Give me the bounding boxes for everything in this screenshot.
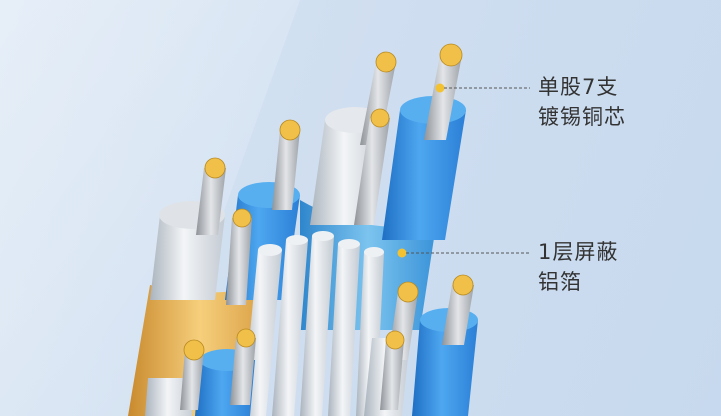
callout-label-strands: 单股7支 镀锡铜芯	[538, 72, 626, 132]
callout-foil-line-2: 铝箔	[538, 270, 582, 294]
blue-conductor-bottom-right	[412, 308, 478, 416]
white-filler-rods	[242, 231, 384, 416]
blue-conductor-top-right	[382, 96, 466, 240]
callout-foil-pointer	[397, 248, 530, 258]
strand-end-caps	[183, 43, 474, 361]
callout-label-foil: 1层屏蔽 铝箔	[538, 237, 618, 297]
callout-strands-line-1: 单股7支	[538, 75, 619, 99]
callout-foil-line-1: 1层屏蔽	[538, 240, 619, 264]
tinned-copper-strands	[180, 55, 474, 410]
callout-strands-pointer	[435, 83, 530, 93]
callout-strands-line-2: 镀锡铜芯	[538, 105, 626, 129]
background-highlight	[0, 0, 300, 416]
